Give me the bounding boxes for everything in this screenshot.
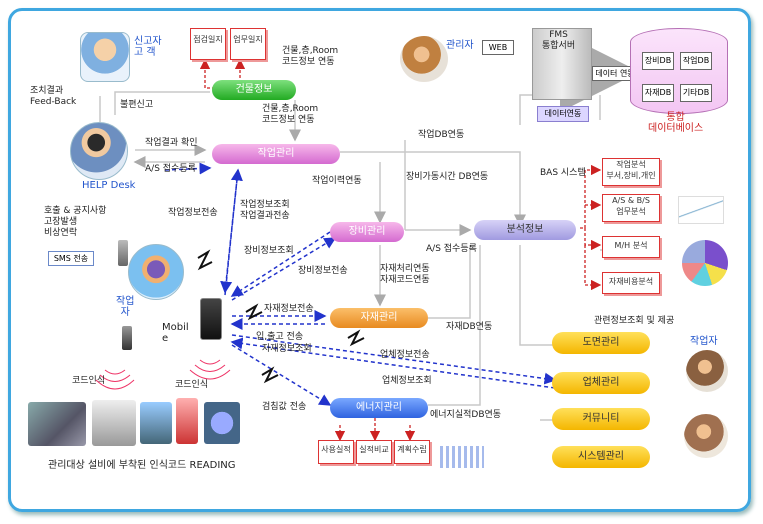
mobile-label: Mobil e	[162, 322, 189, 344]
admin-person-icon	[400, 36, 448, 82]
energy-doc-usage: 사용실적	[318, 440, 354, 464]
node-drawing: 도면관리	[552, 332, 650, 354]
vendor-query-label: 업체정보조회	[382, 376, 432, 386]
node-vendor: 업체관리	[552, 372, 650, 394]
reporter-label: 신고자 고 객	[134, 36, 162, 58]
node-community: 커뮤니티	[552, 408, 650, 430]
related-info-label: 관련정보조회 및 제공	[594, 316, 675, 326]
energy-db-label: 에너지실적DB연동	[430, 410, 502, 420]
inspection-log-doc: 점검일지	[190, 28, 226, 60]
panel-equipment-icon	[176, 398, 198, 444]
db-equipment: 장비DB	[642, 52, 674, 70]
worker-right-icon-2	[684, 414, 728, 458]
analysis-doc-mh: M/H 분석	[602, 236, 660, 258]
node-work: 작업관리	[212, 144, 340, 164]
vendor-send-label: 업체정보전송	[380, 350, 430, 360]
sms-send-box: SMS 전송	[48, 251, 94, 266]
worker-right-label: 작업자	[690, 336, 718, 347]
node-material: 자재관리	[330, 308, 428, 328]
fms-server-icon	[532, 28, 592, 100]
analysis-doc-material-cost: 자재비용분석	[602, 272, 660, 294]
boiler-equipment-icon	[92, 400, 136, 446]
work-info-send-label: 작업정보전송	[168, 208, 218, 218]
node-system: 시스템관리	[552, 446, 650, 468]
material-link-label: 자재처리연동 자재코드연동	[380, 264, 430, 285]
analysis-doc-work: 작업분석 부서,장비,개인	[602, 158, 660, 186]
help-desk-operator-icon	[70, 122, 128, 180]
material-info-send-label: 자재정보전송	[264, 304, 314, 314]
equip-uptime-label: 장비가동시간 DB연동	[406, 172, 489, 182]
field-worker-icon	[128, 244, 184, 300]
db-other: 기타DB	[680, 84, 712, 102]
diagram-frame	[8, 8, 751, 512]
db-material: 자재DB	[642, 84, 674, 102]
code-recog-label-2: 코드인식	[175, 380, 209, 390]
worker-left-label: 작업 자	[116, 296, 135, 318]
feedback-label: 조치결과 Feed-Back	[30, 86, 77, 107]
bldg-room-label-2: 건물,층,Room 코드정보 연동	[262, 104, 319, 125]
line-chart-thumbnail	[678, 196, 724, 224]
energy-doc-compare: 실적비교	[356, 440, 392, 464]
bas-label: BAS 시스템	[540, 168, 586, 178]
equip-info-send-label: 장비정보전송	[298, 266, 348, 276]
pda-icon	[122, 326, 132, 350]
admin-label: 관리자	[446, 40, 474, 51]
meter-send-label: 검침값 전송	[262, 402, 307, 412]
cellphone-icon	[118, 240, 128, 266]
mobile-device-icon	[200, 298, 222, 340]
bldg-room-label-1: 건물,층,Room 코드정보 연동	[282, 46, 339, 67]
equip-info-query-label: 장비정보조회	[244, 246, 294, 256]
node-building: 건물정보	[212, 80, 296, 100]
work-log-doc: 업무일지	[230, 28, 266, 60]
pump-equipment-icon	[140, 402, 172, 444]
chiller-equipment-icon	[28, 402, 86, 446]
node-energy: 에너지관리	[330, 398, 428, 418]
material-db-label: 자재DB연동	[446, 322, 493, 332]
as-register-label-2: A/S 접수등록	[426, 244, 477, 254]
db-work: 작업DB	[680, 52, 712, 70]
help-desk-label: HELP Desk	[82, 180, 136, 191]
node-equipment: 장비관리	[330, 222, 404, 242]
fms-server-label: FMS 통합서버	[542, 30, 576, 51]
energy-bar-chart-thumbnail	[440, 446, 484, 468]
result-confirm-label: 작업결과 확인	[145, 138, 198, 148]
work-history-label: 작업이력연동	[312, 176, 362, 186]
node-analysis: 분석정보	[474, 220, 576, 240]
data-link-box-1: 데이터 연동	[592, 66, 638, 81]
data-link-box-2: 데이터연동	[537, 106, 589, 122]
code-recog-label-1: 코드인식	[72, 376, 106, 386]
work-info-query-label: 작업정보조회 작업결과전송	[240, 200, 290, 221]
analysis-doc-asbs: A/S & B/S 업무분석	[602, 194, 660, 222]
complaint-label: 불편신고	[120, 100, 154, 110]
notice-label: 호출 & 공지사항 고장발생 비상연락	[44, 206, 107, 238]
pie-chart-thumbnail	[682, 240, 728, 286]
material-query-label: 자재정보조회	[262, 344, 312, 354]
inout-send-label: 입,출고 전송	[256, 332, 304, 342]
web-box: WEB	[482, 40, 514, 55]
worker-right-icon-1	[686, 350, 728, 392]
as-register-label: A/S 접수등록	[145, 164, 196, 174]
bottom-caption: 관리대상 설비에 부착된 인식코드 READING	[48, 460, 236, 471]
customer-person-icon	[80, 32, 130, 82]
integrated-db-label: 통합 데이터베이스	[648, 112, 704, 134]
fan-equipment-icon	[204, 402, 240, 444]
energy-doc-plan: 계획수립	[394, 440, 430, 464]
work-db-link-label: 작업DB연동	[418, 130, 465, 140]
